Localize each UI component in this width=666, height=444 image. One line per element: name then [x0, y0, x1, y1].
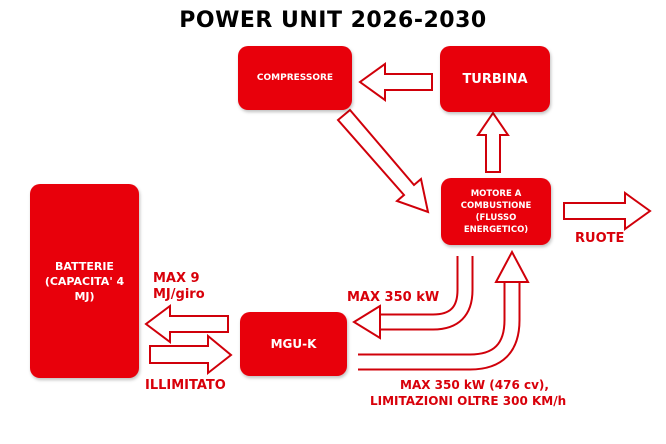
- compressore-box: COMPRESSORE: [238, 46, 352, 110]
- motore-box: MOTORE A COMBUSTIONE (FLUSSO ENERGETICO): [441, 178, 551, 245]
- batterie-box: BATTERIE (CAPACITA' 4 MJ): [30, 184, 139, 378]
- arrow-ruote: [563, 191, 652, 231]
- arrow-motore-to-mguk: [352, 256, 474, 340]
- illimitato-label: ILLIMITATO: [145, 378, 226, 393]
- ruote-label: RUOTE: [575, 231, 625, 246]
- arrow-mguk-to-motore: [358, 249, 530, 371]
- max-9-label-line2: MJ/giro: [153, 287, 205, 302]
- arrow-compressore-to-motore: [336, 108, 430, 214]
- diagram-title: POWER UNIT 2026-2030: [179, 8, 487, 33]
- bottom-label-line1: MAX 350 kW (476 cv),: [400, 378, 549, 392]
- max-9-label-line1: MAX 9: [153, 271, 200, 286]
- turbina-box: TURBINA: [440, 46, 550, 112]
- arrow-motore-to-turbina: [476, 111, 510, 173]
- mguk-box: MGU-K: [240, 312, 347, 376]
- bottom-label-line2: LIMITAZIONI OLTRE 300 KM/h: [370, 394, 567, 408]
- arrow-batteria-to-mguk: [149, 333, 233, 376]
- arrow-turbina-to-compressore: [358, 62, 433, 102]
- arrow-mguk-to-batteria: [144, 304, 229, 344]
- max-350-label: MAX 350 kW: [347, 290, 440, 305]
